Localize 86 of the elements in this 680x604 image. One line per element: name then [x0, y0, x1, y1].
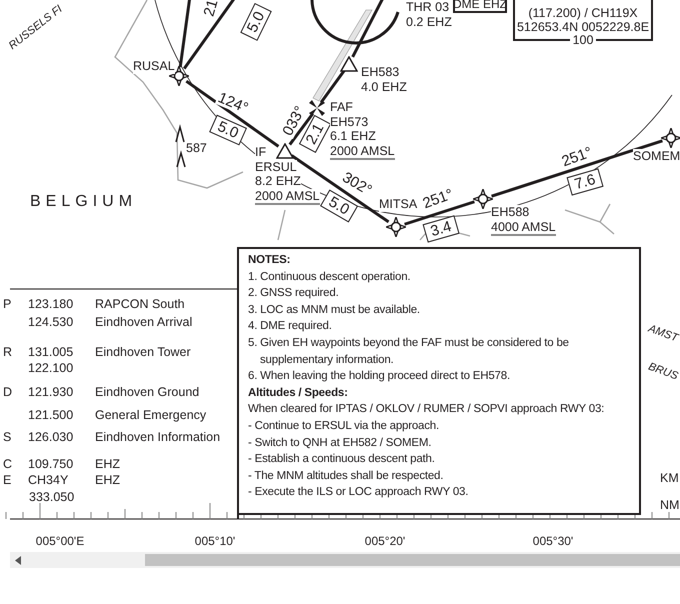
note-text: 3. LOC as MNM must be available. — [248, 302, 421, 318]
fix-triangle — [275, 141, 295, 161]
route-leg — [320, 70, 346, 104]
route-leg — [288, 112, 314, 146]
route-leg — [351, 0, 386, 58]
waypoint-symbol — [473, 189, 493, 209]
chart-label: EHZ — [95, 474, 120, 486]
chart-label: P — [3, 298, 12, 310]
chart-label: 109.750 — [28, 458, 74, 470]
faf-symbol — [307, 98, 327, 118]
chart-label: General Emergency — [95, 409, 206, 422]
note-text: 1. Continuous descent operation. — [248, 270, 412, 285]
chart-label: 121.500 — [28, 409, 74, 422]
chart-label: RAPCON South — [95, 298, 185, 310]
fix-triangle — [339, 54, 359, 74]
chart-label: Eindhoven Ground — [95, 386, 200, 398]
chart-label: Eindhoven Tower — [95, 346, 191, 358]
navaid-elevation: 100 — [570, 33, 596, 47]
chart-label: 126.030 — [28, 431, 74, 444]
note-text: 6. When leaving the holding proceed direct to EH578. — [248, 369, 511, 384]
waypoint-label: 2000 AMSL — [330, 144, 395, 160]
note-text: 5. Given EH waypoints beyond the FAF must be considered to be supplementary information. — [248, 336, 570, 368]
waypoint-label: EH583 — [361, 65, 400, 80]
chart-label: EHZ — [95, 458, 120, 470]
route-leg — [183, 0, 238, 70]
note-text: - Establish a continuous descent path. — [248, 452, 436, 468]
country-label: BELGIUM — [30, 194, 138, 210]
waypoint-label: 6.1 EHZ — [330, 129, 376, 144]
chart-label: 124.530 — [28, 316, 74, 328]
chart-label: KM — [660, 472, 679, 484]
waypoint-label: EH588 — [491, 205, 530, 220]
notes-heading: NOTES: — [248, 253, 292, 268]
note-text: When cleared for IPTAS / OKLOV / RUMER / SOPVI approach RWY 03: — [248, 402, 606, 418]
waypoint-label: SOMEM — [633, 149, 680, 164]
chart-label: 121.930 — [28, 386, 74, 398]
chart-label: Eindhoven Information — [95, 431, 220, 444]
route-leg — [185, 80, 280, 148]
note-text: - Switch to QNH at EH582 / SOMEM. — [248, 436, 432, 451]
chart-label: Eindhoven Arrival — [95, 316, 192, 328]
distance-box: 5.0 — [240, 3, 272, 41]
waypoint-symbol — [386, 217, 406, 237]
longitude-label: 005°20' — [364, 535, 406, 547]
waypoint-symbol — [661, 128, 680, 148]
chart-label: 131.005 — [28, 346, 74, 358]
note-text: 2. GNSS required. — [248, 286, 340, 302]
boundary-label: AMST — [646, 324, 680, 344]
waypoint-label: 4000 AMSL — [491, 220, 556, 236]
note-text: - Continue to ERSUL via the approach. — [248, 418, 440, 434]
waypoint-label: EH573 — [330, 114, 368, 129]
waypoint-label: 2000 AMSL — [255, 188, 320, 205]
waypoint-label: MITSA — [379, 197, 418, 212]
route-leg — [290, 154, 390, 224]
route-leg — [404, 200, 475, 226]
distance-box: 3.4 — [422, 215, 460, 243]
navaid-info: 512653.4N 0052229.8E — [516, 20, 650, 34]
distance-box: 5.0 — [209, 114, 247, 146]
route-leg — [491, 139, 663, 198]
boundary-label: BRUS — [646, 362, 680, 382]
note-text: - The MNM altitudes shall be respected. — [248, 468, 444, 484]
notes-box — [237, 247, 641, 515]
chart-label: THR 03 — [406, 1, 450, 14]
route-leg — [178, 0, 192, 68]
notes-heading: Altitudes / Speeds: — [248, 386, 349, 401]
distance-box: 7.6 — [566, 168, 604, 196]
chart-label: 333.050 — [29, 491, 74, 504]
longitude-label: 005°10' — [194, 535, 236, 547]
waypoint-label: RUSAL — [133, 59, 175, 74]
chart-label: CH34Y — [28, 474, 68, 486]
chart-label: S — [3, 431, 12, 444]
chart-label: 0.2 EHZ — [406, 16, 452, 28]
chart-label: 123.180 — [28, 298, 74, 310]
chart-label: C — [3, 458, 12, 470]
note-text: - Execute the ILS or LOC approach RWY 03. — [248, 485, 470, 500]
waypoint-label: 8.2 EHZ — [255, 174, 301, 188]
chart-label: 587 — [186, 142, 207, 154]
chart-label: E — [3, 474, 12, 486]
chart-label: 122.100 — [28, 362, 74, 374]
chart-label: D — [3, 386, 12, 398]
chart-label: NM — [660, 499, 680, 512]
note-text: 4. DME required. — [248, 319, 333, 334]
chart-label: R — [3, 346, 12, 358]
navaid-info: (117.200) / CH119X — [528, 6, 638, 20]
waypoint-label: IF — [255, 145, 266, 160]
longitude-label: 005°00'E — [36, 535, 84, 547]
longitude-label: 005°30' — [532, 535, 574, 547]
waypoint-label: 4.0 EHZ — [361, 80, 407, 94]
